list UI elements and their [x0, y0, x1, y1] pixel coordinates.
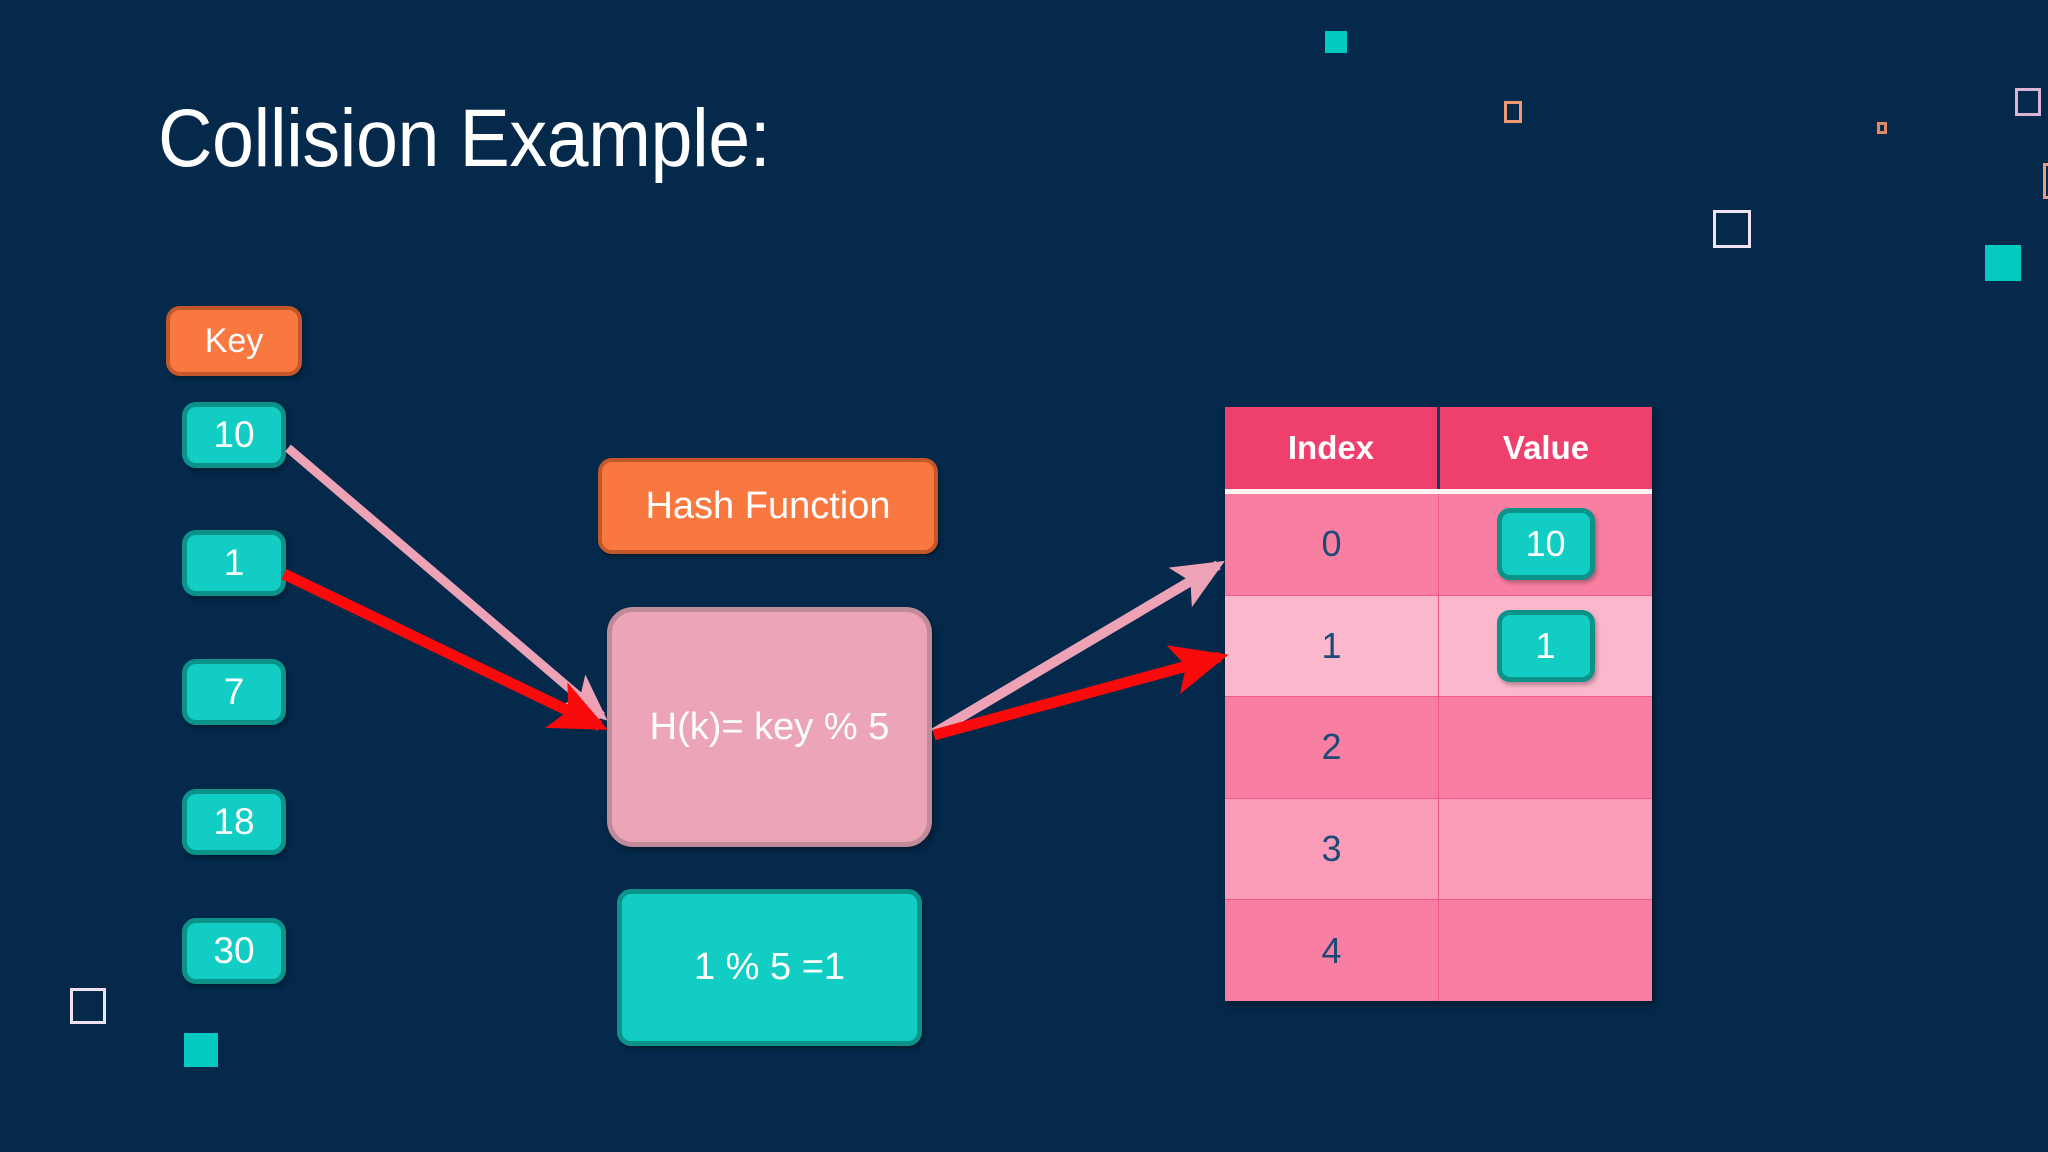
- arrow-key10-to-hash: [285, 444, 608, 721]
- deco-white-outline-1: [2015, 88, 2041, 116]
- hash-table: Index Value 0 10 1 1 2 3 4: [1225, 407, 1652, 1001]
- table-row-0-value-cell: 10: [1439, 494, 1652, 595]
- table-row-1-value-chip[interactable]: 1: [1496, 609, 1595, 682]
- hash-result-box: 1 % 5 =1: [617, 889, 922, 1046]
- table-row-0[interactable]: 0 10: [1225, 494, 1652, 596]
- hash-formula-box: H(k)= key % 5: [607, 607, 932, 847]
- table-header-index: Index: [1225, 407, 1440, 489]
- table-row-4[interactable]: 4: [1225, 900, 1652, 1001]
- table-row-1[interactable]: 1 1: [1225, 595, 1652, 698]
- key-box-3[interactable]: 18: [182, 789, 286, 855]
- table-header-row: Index Value: [1225, 407, 1652, 494]
- table-row-1-index: 1: [1225, 595, 1439, 697]
- arrow-hash-to-row0: [931, 560, 1225, 738]
- deco-orange-outline-1: [1504, 101, 1522, 123]
- table-row-4-index: 4: [1225, 900, 1439, 1001]
- deco-orange-outline-3: [2043, 163, 2048, 199]
- deco-teal-filled-1: [1325, 31, 1347, 53]
- key-box-1[interactable]: 1: [182, 530, 286, 596]
- table-header-value: Value: [1502, 429, 1590, 466]
- key-column-label: Key: [166, 306, 302, 376]
- table-row-3[interactable]: 3: [1225, 798, 1652, 901]
- arrow-hash-to-row1: [932, 645, 1229, 741]
- table-row-3-value-cell: [1439, 799, 1652, 900]
- table-row-4-value-cell: [1439, 900, 1652, 1001]
- key-box-0[interactable]: 10: [182, 402, 286, 468]
- deco-teal-filled-3: [184, 1033, 218, 1067]
- table-row-0-index: 0: [1225, 494, 1439, 595]
- table-row-0-value-chip[interactable]: 10: [1496, 508, 1595, 581]
- table-row-2-index: 2: [1225, 697, 1439, 798]
- table-row-2-value-cell: [1439, 697, 1652, 798]
- deco-orange-outline-2: [1877, 122, 1887, 134]
- key-box-2[interactable]: 7: [182, 659, 286, 725]
- deco-teal-filled-2: [1985, 245, 2021, 281]
- table-row-3-index: 3: [1225, 798, 1439, 900]
- deco-white-outline-2: [1713, 210, 1751, 248]
- page-title: Collision Example:: [158, 93, 771, 184]
- table-row-1-value-cell: 1: [1439, 596, 1652, 697]
- table-row-2[interactable]: 2: [1225, 697, 1652, 799]
- hash-function-label: Hash Function: [598, 458, 938, 554]
- arrow-key1-to-hash: [281, 569, 608, 731]
- deco-white-outline-3: [70, 988, 106, 1024]
- key-box-4[interactable]: 30: [182, 918, 286, 984]
